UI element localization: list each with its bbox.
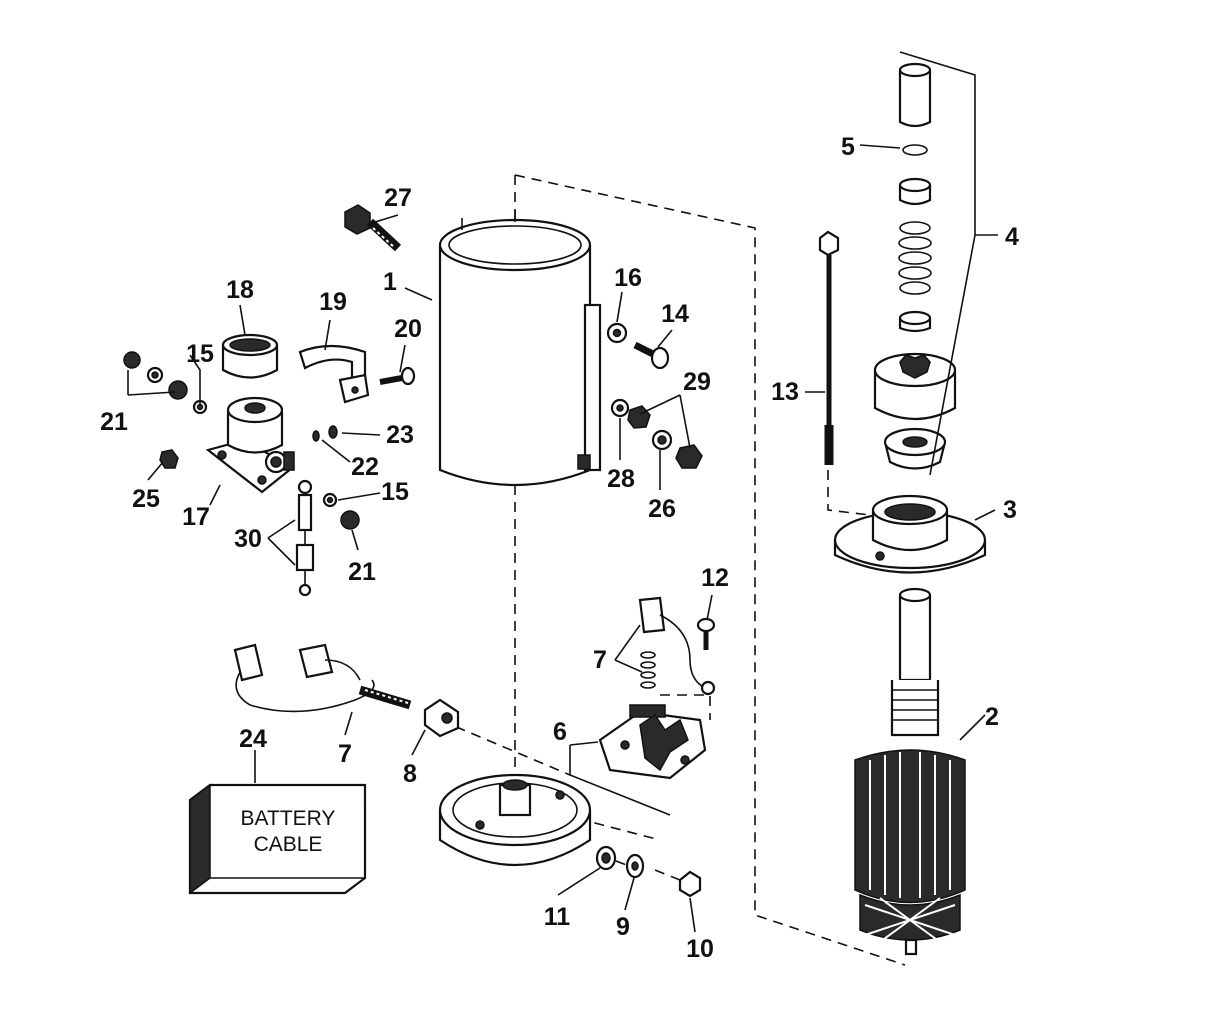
armature-2 bbox=[854, 587, 966, 956]
drive-assembly-4 bbox=[873, 62, 957, 470]
callout-26: 26 bbox=[648, 495, 676, 523]
callout-16: 16 bbox=[614, 264, 642, 292]
callout-6: 6 bbox=[553, 718, 567, 746]
terminals-30 bbox=[295, 479, 315, 597]
callout-19: 19 bbox=[319, 288, 347, 316]
callout-28: 28 bbox=[607, 465, 635, 493]
solenoid-17 bbox=[205, 396, 295, 494]
ring-18 bbox=[221, 333, 279, 379]
callout-8: 8 bbox=[403, 760, 417, 788]
callout-leader-lines bbox=[127, 51, 998, 933]
callout-2: 2 bbox=[985, 703, 999, 731]
battery-cable-line1: BATTERY bbox=[241, 807, 336, 830]
callout-5: 5 bbox=[841, 133, 855, 161]
callout-18: 18 bbox=[226, 276, 254, 304]
callout-14: 14 bbox=[661, 300, 689, 328]
callout-12: 12 bbox=[701, 564, 729, 592]
callout-21-upper: 21 bbox=[100, 408, 128, 436]
washers-nut-bottom bbox=[595, 845, 702, 898]
end-plate-3 bbox=[833, 494, 987, 574]
callout-11: 11 bbox=[544, 903, 571, 931]
strap-clamp-19 bbox=[298, 344, 370, 404]
callout-20: 20 bbox=[394, 315, 422, 343]
callout-15-lower: 15 bbox=[381, 478, 409, 506]
callout-4: 4 bbox=[1005, 223, 1019, 251]
callout-3: 3 bbox=[1003, 496, 1017, 524]
callout-7-left: 7 bbox=[338, 740, 352, 768]
battery-cable-box: BATTERY CABLE bbox=[188, 783, 367, 895]
callout-labels: 1 2 3 4 5 6 7 7 8 9 10 11 12 13 14 15 15… bbox=[100, 133, 1019, 963]
brush-holder-6 bbox=[598, 704, 707, 780]
callout-1: 1 bbox=[383, 268, 397, 296]
callout-27: 27 bbox=[384, 184, 412, 212]
callout-10: 10 bbox=[686, 935, 714, 963]
callout-30: 30 bbox=[234, 525, 262, 553]
battery-cable-line2: CABLE bbox=[254, 833, 323, 856]
callout-21-lower: 21 bbox=[348, 558, 376, 586]
callout-15-upper: 15 bbox=[186, 340, 214, 368]
callout-9: 9 bbox=[616, 913, 630, 941]
nuts-washers-left bbox=[123, 351, 360, 530]
callout-24: 24 bbox=[239, 725, 267, 753]
screw-20 bbox=[379, 366, 416, 386]
callout-29: 29 bbox=[683, 368, 711, 396]
bolt-27 bbox=[344, 204, 402, 252]
callout-23: 23 bbox=[386, 421, 414, 449]
callout-7-right: 7 bbox=[593, 646, 607, 674]
brush-set-7-left bbox=[233, 643, 412, 713]
terminal-clip-8 bbox=[423, 698, 460, 738]
callout-13: 13 bbox=[771, 378, 799, 406]
end-cap bbox=[438, 773, 592, 867]
frame-side-hardware bbox=[606, 322, 703, 469]
screw-12 bbox=[696, 617, 716, 650]
brush-spring-7-right bbox=[638, 596, 716, 696]
callout-17: 17 bbox=[182, 503, 210, 531]
through-bolt-13 bbox=[818, 230, 840, 465]
frame-housing bbox=[438, 210, 602, 487]
callout-25: 25 bbox=[132, 485, 160, 513]
callout-22: 22 bbox=[351, 453, 379, 481]
